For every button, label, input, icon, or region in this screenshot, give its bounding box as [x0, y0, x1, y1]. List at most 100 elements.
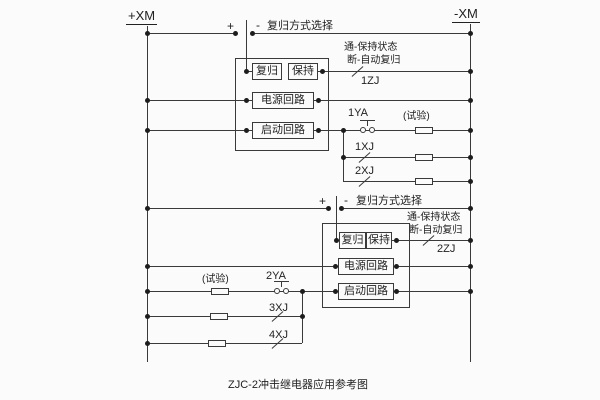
wire-vertical [336, 196, 337, 240]
hold-state-note-2: 通-保持状态 [407, 212, 461, 223]
minus-terminal-label-1: - [256, 18, 260, 32]
wire-horizontal [318, 71, 470, 72]
wire-horizontal [147, 291, 338, 292]
wire-horizontal [147, 33, 236, 34]
pushbutton-icon [281, 282, 282, 287]
negative-bus-label: -XM [452, 6, 480, 23]
start-circuit-box-2: 启动回路 [338, 283, 394, 300]
negative-bus-wire [470, 24, 471, 362]
junction-dot [394, 264, 399, 269]
wire-horizontal [252, 33, 470, 34]
junction-dot [394, 238, 399, 243]
pushbutton-icon [274, 281, 289, 282]
junction-dot [244, 98, 249, 103]
wire-horizontal [147, 100, 253, 101]
junction-dot [468, 206, 473, 211]
junction-dot [233, 31, 238, 36]
wire-horizontal [147, 266, 338, 267]
wire-horizontal [394, 266, 470, 267]
junction-dot [300, 289, 305, 294]
contact-label-1zj: 1ZJ [361, 75, 380, 87]
test-label-1: (试验) [403, 111, 430, 122]
power-circuit-box-2: 电源回路 [338, 258, 394, 275]
junction-dot [334, 238, 339, 243]
junction-dot [145, 314, 150, 319]
start-circuit-box-1: 启动回路 [252, 122, 314, 139]
resistor-icon [208, 340, 226, 347]
wire-horizontal [246, 71, 252, 72]
junction-dot [244, 69, 249, 74]
plus-terminal-label-2: + [319, 194, 327, 208]
wire-horizontal [341, 208, 470, 209]
wire-vertical [246, 20, 247, 71]
resistor-icon [415, 127, 433, 134]
junction-dot [320, 69, 325, 74]
resistor-icon [210, 313, 228, 320]
reset-box-2: 复归 [339, 232, 366, 249]
plus-terminal-label-1: + [227, 19, 235, 33]
positive-bus-wire [147, 26, 148, 362]
wire-horizontal [392, 240, 470, 241]
pushbutton-icon [367, 121, 368, 126]
resistor-icon [415, 178, 433, 185]
contact-label-4xj: 4XJ [269, 329, 288, 341]
relay-unit-2 [322, 223, 410, 308]
junction-dot [341, 155, 346, 160]
junction-dot [145, 264, 150, 269]
diagram-caption: ZJC-2冲击继电器应用参考图 [228, 379, 368, 391]
minus-terminal-label-2: - [344, 193, 348, 207]
auto-reset-note-1: 断-自动复归 [347, 55, 401, 66]
junction-dot [145, 341, 150, 346]
power-circuit-box-1: 电源回路 [252, 92, 314, 109]
junction-dot [145, 31, 150, 36]
wire-horizontal [343, 157, 470, 158]
junction-dot [145, 98, 150, 103]
junction-dot [468, 264, 473, 269]
junction-dot [300, 314, 305, 319]
wire-horizontal [343, 181, 470, 182]
pushbutton-label-2ya: 2YA [266, 270, 286, 282]
junction-dot [145, 206, 150, 211]
pushbutton-icon [360, 120, 375, 121]
wire-horizontal [147, 130, 253, 131]
junction-dot [468, 69, 473, 74]
junction-dot [468, 289, 473, 294]
wire-horizontal [147, 208, 329, 209]
positive-bus-label: +XM [126, 8, 158, 25]
pushbutton-contact-icon [283, 288, 289, 294]
wire-horizontal [314, 130, 470, 131]
junction-dot [468, 98, 473, 103]
junction-dot [468, 238, 473, 243]
junction-dot [145, 128, 150, 133]
junction-dot [316, 98, 321, 103]
junction-dot [468, 128, 473, 133]
relay-unit-1 [235, 58, 329, 151]
junction-dot [468, 179, 473, 184]
pushbutton-contact-icon [274, 288, 280, 294]
wire-horizontal [314, 100, 470, 101]
reset-mode-label-2: 复归方式选择 [356, 195, 422, 207]
pushbutton-contact-icon [369, 127, 375, 133]
junction-dot [333, 264, 338, 269]
junction-dot [250, 31, 255, 36]
contact-label-2xj: 2XJ [355, 165, 374, 177]
junction-dot [326, 206, 331, 211]
hold-box-2: 保持 [366, 232, 392, 249]
pushbutton-label-1ya: 1YA [348, 107, 368, 119]
junction-dot [394, 289, 399, 294]
junction-dot [468, 31, 473, 36]
reset-box-1: 复归 [252, 63, 282, 80]
junction-dot [316, 128, 321, 133]
resistor-icon [211, 288, 229, 295]
junction-dot [339, 206, 344, 211]
pushbutton-contact-icon [360, 127, 366, 133]
contact-label-3xj: 3XJ [269, 302, 288, 314]
wire-horizontal [394, 291, 470, 292]
reset-mode-label-1: 复归方式选择 [267, 20, 333, 32]
junction-dot [468, 155, 473, 160]
resistor-icon [415, 154, 433, 161]
contact-label-2zj: 2ZJ [437, 243, 456, 255]
hold-box-1: 保持 [288, 63, 318, 80]
test-label-2: (试验) [202, 274, 229, 285]
